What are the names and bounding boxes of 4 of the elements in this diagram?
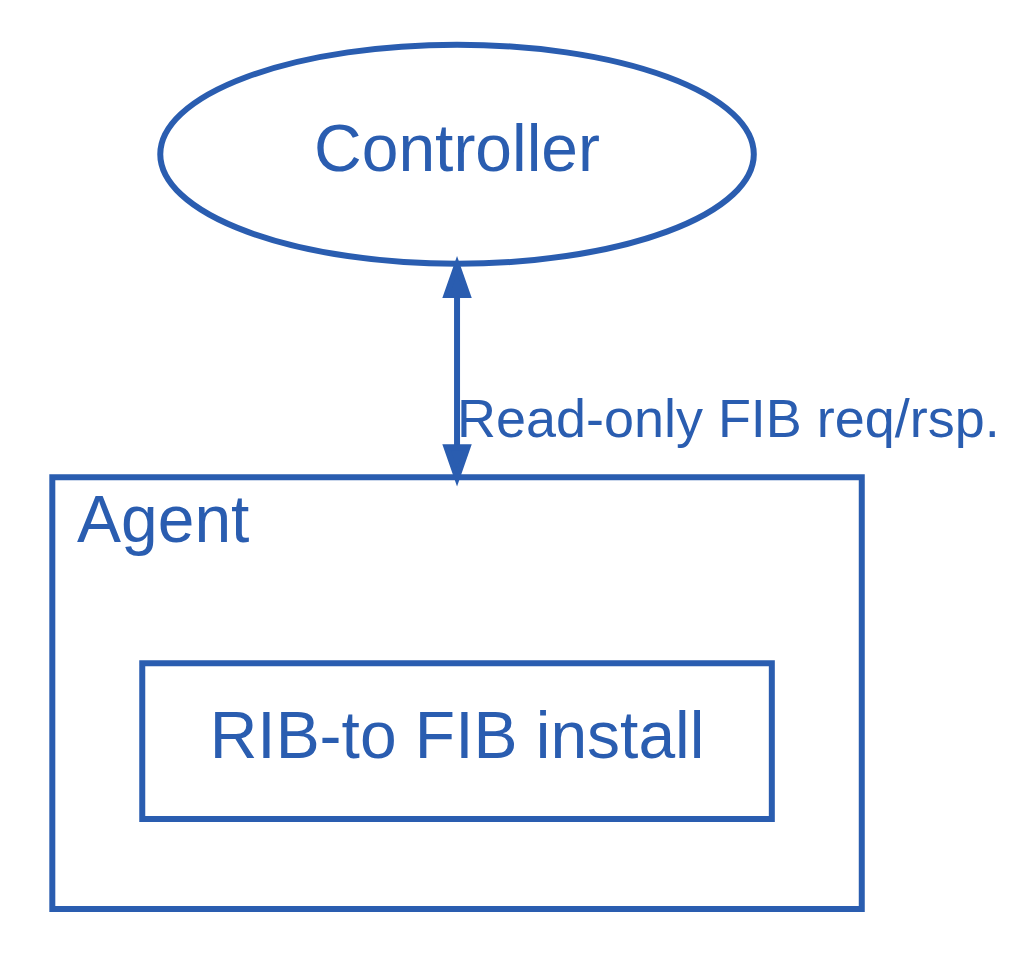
node-box: RIB-to FIB install <box>138 660 775 823</box>
node-ellipse: Controller <box>156 41 757 267</box>
arrow <box>441 256 472 487</box>
edge-label: Read-only FIB req/rsp. <box>456 387 1000 448</box>
